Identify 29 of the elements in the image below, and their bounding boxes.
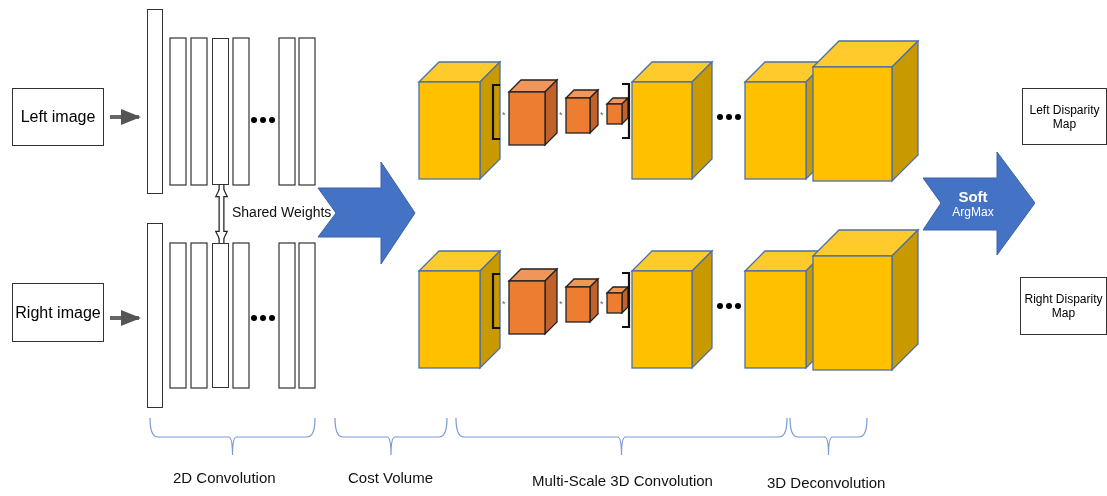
box-label: Left image	[20, 108, 96, 126]
output-box	[1022, 88, 1107, 145]
input-box	[12, 88, 104, 146]
box-label: Right Disparity Map	[1023, 292, 1104, 320]
arrow	[110, 310, 141, 326]
section-label: Cost Volume	[348, 469, 434, 486]
output-box	[1020, 277, 1107, 335]
layer-bar	[147, 9, 163, 194]
multiply-sign: *	[600, 299, 604, 309]
annotation-text: Shared Weights	[232, 204, 332, 220]
multiply-sign: *	[502, 110, 506, 120]
arrow-label: ArgMax	[952, 205, 994, 219]
arrow	[110, 109, 141, 125]
input-box	[12, 283, 104, 342]
section-label: Multi-Scale 3D Convolution	[532, 472, 713, 489]
multiply-sign: *	[559, 299, 563, 309]
section-label: 3D Deconvolution	[767, 474, 886, 491]
multiply-sign: *	[502, 299, 506, 309]
multiply-sign: *	[559, 110, 563, 120]
section-label: 2D Convolution	[173, 469, 276, 486]
layer-bar	[212, 38, 229, 185]
block-arrow	[923, 152, 1035, 255]
box-label: Right image	[15, 303, 101, 322]
layer-bar	[212, 243, 229, 388]
multiply-sign: *	[600, 110, 604, 120]
box-label: Left Disparity Map	[1028, 102, 1101, 131]
arrow-label: Soft	[958, 188, 988, 205]
layer-bar	[147, 223, 163, 408]
double-arrow	[215, 184, 228, 244]
